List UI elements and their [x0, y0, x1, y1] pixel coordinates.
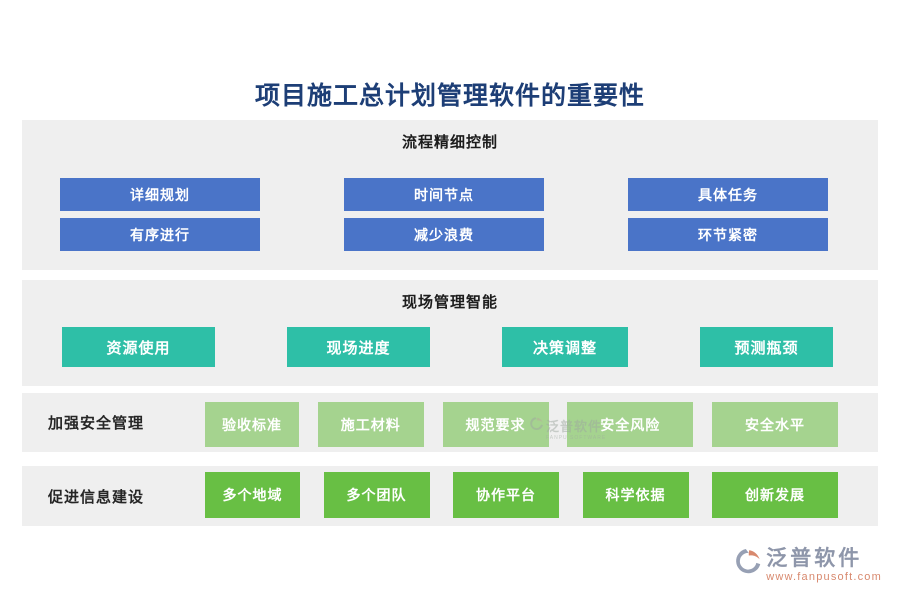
fanpu-logo-icon — [734, 547, 762, 580]
site-item-predict-bottleneck: 预测瓶颈 — [700, 327, 833, 367]
safety-item-safety-risk: 安全风险 — [567, 402, 694, 447]
info-item-collaboration-platform: 协作平台 — [453, 472, 559, 518]
site-buttons-row: 资源使用 现场进度 决策调整 预测瓶颈 — [62, 327, 833, 367]
info-section-label: 促进信息建设 — [48, 488, 145, 506]
info-item-multiple-teams: 多个团队 — [323, 472, 430, 518]
safety-item-acceptance-standard: 验收标准 — [205, 402, 299, 447]
process-item-tight-links: 环节紧密 — [628, 218, 828, 251]
section-information-construction: 促进信息建设 多个地域 多个团队 协作平台 科学依据 创新发展 — [22, 466, 878, 526]
page-title: 项目施工总计划管理软件的重要性 — [254, 82, 645, 110]
fanpu-logo-text: 泛普软件 www.fanpusoft.com — [766, 547, 882, 584]
safety-item-spec-requirements: 规范要求 — [442, 402, 549, 447]
process-item-detailed-planning: 详细规划 — [60, 178, 260, 211]
section-safety-management: 加强安全管理 验收标准 施工材料 规范要求 安全风险 安全水平 — [22, 393, 878, 452]
section-site-management: 现场管理智能 资源使用 现场进度 决策调整 预测瓶颈 — [22, 280, 878, 386]
info-buttons-row: 多个地域 多个团队 协作平台 科学依据 创新发展 — [205, 472, 838, 518]
info-item-scientific-basis: 科学依据 — [582, 472, 689, 518]
process-item-orderly-progress: 有序进行 — [60, 218, 260, 251]
safety-item-safety-level: 安全水平 — [712, 402, 838, 447]
safety-buttons-row: 验收标准 施工材料 规范要求 安全风险 安全水平 — [205, 402, 838, 447]
info-item-innovative-development: 创新发展 — [712, 472, 838, 518]
safety-section-label: 加强安全管理 — [48, 415, 145, 432]
site-item-resource-usage: 资源使用 — [62, 327, 215, 367]
section-site-header: 现场管理智能 — [401, 294, 498, 311]
site-item-decision-adjust: 决策调整 — [502, 327, 628, 367]
fanpu-website-url: www.fanpusoft.com — [766, 571, 882, 583]
section-process-header: 流程精细控制 — [401, 134, 498, 151]
fanpu-brand-name: 泛普软件 — [766, 547, 863, 570]
process-item-specific-tasks: 具体任务 — [628, 178, 828, 211]
info-item-multiple-regions: 多个地域 — [205, 472, 300, 518]
process-item-reduce-waste: 减少浪费 — [344, 218, 544, 251]
section-process-control: 流程精细控制 详细规划 时间节点 具体任务 有序进行 减少浪费 环节紧密 — [22, 120, 878, 270]
process-item-time-nodes: 时间节点 — [344, 178, 544, 211]
safety-item-construction-material: 施工材料 — [317, 402, 424, 447]
process-buttons-grid: 详细规划 时间节点 具体任务 有序进行 减少浪费 环节紧密 — [60, 178, 828, 251]
fanpu-brand-block: 泛普软件 www.fanpusoft.com — [734, 547, 882, 584]
site-item-site-progress: 现场进度 — [287, 327, 430, 367]
